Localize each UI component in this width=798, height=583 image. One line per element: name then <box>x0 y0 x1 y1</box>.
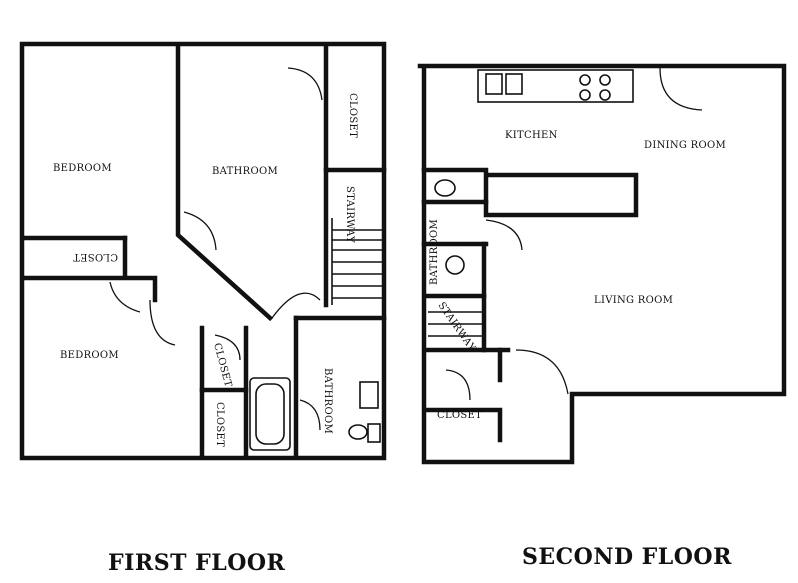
second-floor-closet-label: CLOSET <box>437 410 482 421</box>
first-floor-bathroom-label: BATHROOM <box>212 166 278 177</box>
first-floor-closet-hall-label: CLOSET <box>73 251 118 262</box>
first-floor-stairway-label: STAIRWAY <box>344 186 355 243</box>
first-floor-bathroom-lower-label: BATHROOM <box>322 368 333 434</box>
second-floor-bathroom-label: BATHROOM <box>429 219 440 285</box>
second-floor-plan <box>417 63 787 465</box>
second-floor-dining-room-label: DINING ROOM <box>644 140 726 151</box>
first-floor-closet-bottom-label: CLOSET <box>214 402 225 447</box>
first-floor-bedroom-lower-label: BEDROOM <box>60 350 119 361</box>
first-floor-title: FIRST FLOOR <box>108 550 286 576</box>
second-floor-living-room-label: LIVING ROOM <box>594 295 673 306</box>
first-floor-plan <box>19 41 387 461</box>
second-floor-stairway-label: STAIRWAY <box>436 300 478 353</box>
first-floor-closet-top-label: CLOSET <box>347 93 358 138</box>
second-floor-title: SECOND FLOOR <box>522 544 732 570</box>
second-floor-kitchen-label: KITCHEN <box>505 130 558 141</box>
first-floor-closet-small-label: CLOSET <box>211 342 233 388</box>
first-floor-bedroom-upper-label: BEDROOM <box>53 163 112 174</box>
